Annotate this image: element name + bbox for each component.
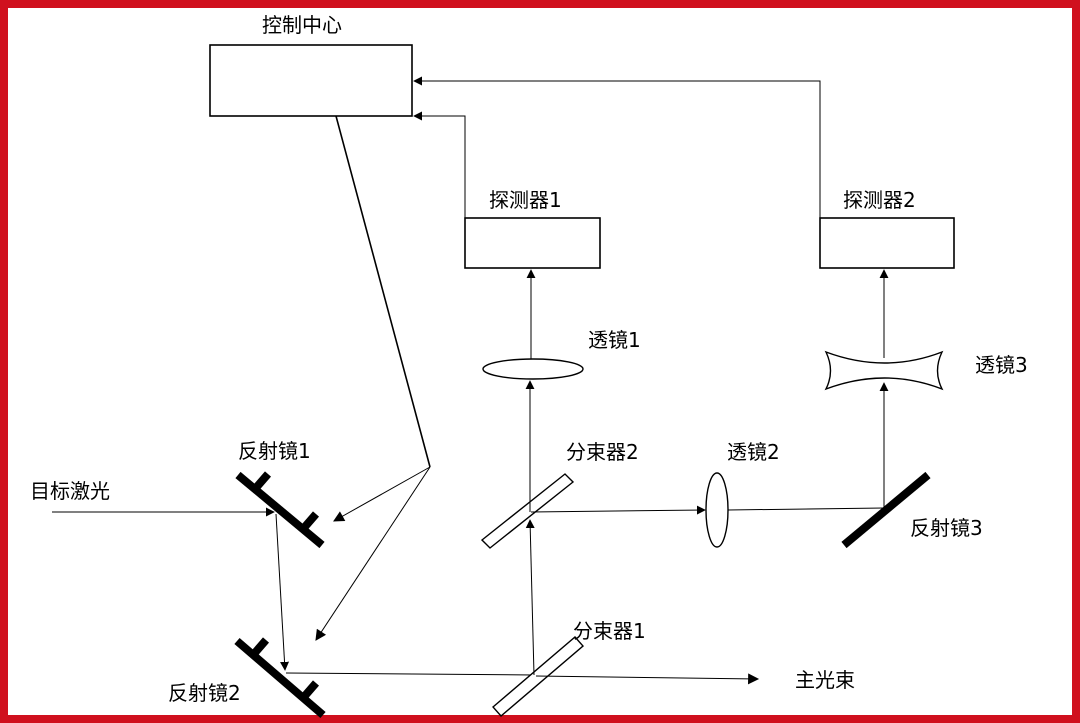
main-beam-label: 主光束 (795, 668, 855, 692)
lens-1: 透镜1 (482, 328, 641, 380)
lens-2-label: 透镜2 (727, 440, 780, 464)
lens-3-label: 透镜3 (975, 353, 1028, 377)
mirror-3-label: 反射镜3 (910, 516, 983, 540)
control-center-label: 控制中心 (262, 13, 342, 37)
detector-1-box (464, 217, 601, 269)
beam-splitter1-to-splitter2 (525, 519, 535, 676)
mirror-1: 反射镜1 (235, 439, 325, 549)
beam-mirror1-to-mirror2 (275, 513, 290, 671)
mirror-2: 反射镜2 (168, 637, 326, 719)
mirror-1-mount-b (299, 511, 320, 532)
control-line-trunk (335, 115, 431, 468)
detector-1-label: 探测器1 (489, 188, 562, 212)
lens-2: 透镜2 (705, 440, 780, 548)
detector-1-signal-line (413, 111, 466, 218)
detector-2-box (819, 217, 955, 269)
mirror-3-surface (841, 471, 931, 549)
beam-splitter-2: 分束器2 (480, 440, 639, 549)
lens-2-shape (705, 472, 729, 548)
main-beam-output (535, 673, 760, 685)
mirror-1-label: 反射镜1 (238, 439, 311, 463)
beam-splitter2-to-lens2 (530, 505, 706, 515)
lens-1-shape (482, 358, 584, 380)
beam-splitter-2-plate (480, 473, 575, 549)
detector-2-signal-line (413, 76, 821, 218)
control-line-to-mirror-2 (315, 466, 431, 641)
beam-splitter-1-label: 分束器1 (573, 619, 646, 643)
control-center-box (209, 44, 413, 117)
beam-lens2-to-mirror3 (727, 507, 885, 511)
control-line-to-mirror-1 (333, 466, 431, 522)
mirror-1-mount-a (251, 471, 272, 492)
control-center: 控制中心 (209, 13, 413, 117)
mirror-2-mount-a (249, 637, 270, 658)
mirror-1-surface (235, 471, 325, 549)
lens-3: 透镜3 (824, 350, 1028, 391)
detector-2: 探测器2 (819, 188, 955, 269)
beam-mirror2-to-splitter1 (285, 672, 535, 676)
lens-3-shape (824, 350, 944, 391)
mirror-3: 反射镜3 (841, 471, 983, 549)
lens-1-label: 透镜1 (588, 328, 641, 352)
detector-2-label: 探测器2 (843, 188, 916, 212)
mirror-2-mount-b (299, 680, 320, 701)
beam-splitter-2-label: 分束器2 (566, 440, 639, 464)
detector-1: 探测器1 (464, 188, 601, 269)
mirror-2-label: 反射镜2 (168, 681, 241, 705)
target-laser-label: 目标激光 (30, 479, 110, 503)
